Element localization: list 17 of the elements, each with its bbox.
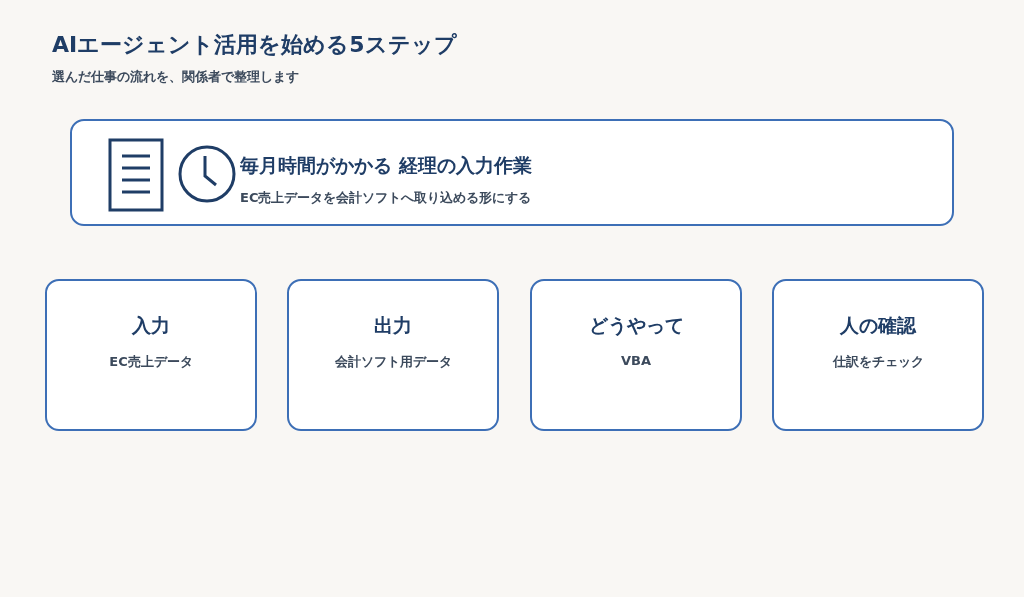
heading: 毎月時間がかかる 経理の入力作業 [240, 153, 532, 178]
heading: 入力 [130, 313, 171, 338]
card [70, 119, 954, 226]
description: EC売上データ [108, 353, 194, 371]
description: VBA [620, 353, 652, 368]
card [530, 279, 742, 431]
card [45, 279, 257, 431]
heading: 出力 [373, 313, 413, 338]
subtitle: 選んだ仕事の流れを、関係者で整理します [52, 68, 299, 86]
description: EC売上データを会計ソフトへ取り込める形にする [240, 189, 532, 207]
title: AIエージェント活用を始める5ステップ [52, 31, 457, 59]
description: 会計ソフト用データ [333, 353, 453, 371]
card [287, 279, 499, 431]
heading: どうやって [587, 313, 685, 338]
heading: 人の確認 [839, 313, 918, 338]
description: 仕訳をチェック [831, 353, 925, 371]
card [772, 279, 984, 431]
